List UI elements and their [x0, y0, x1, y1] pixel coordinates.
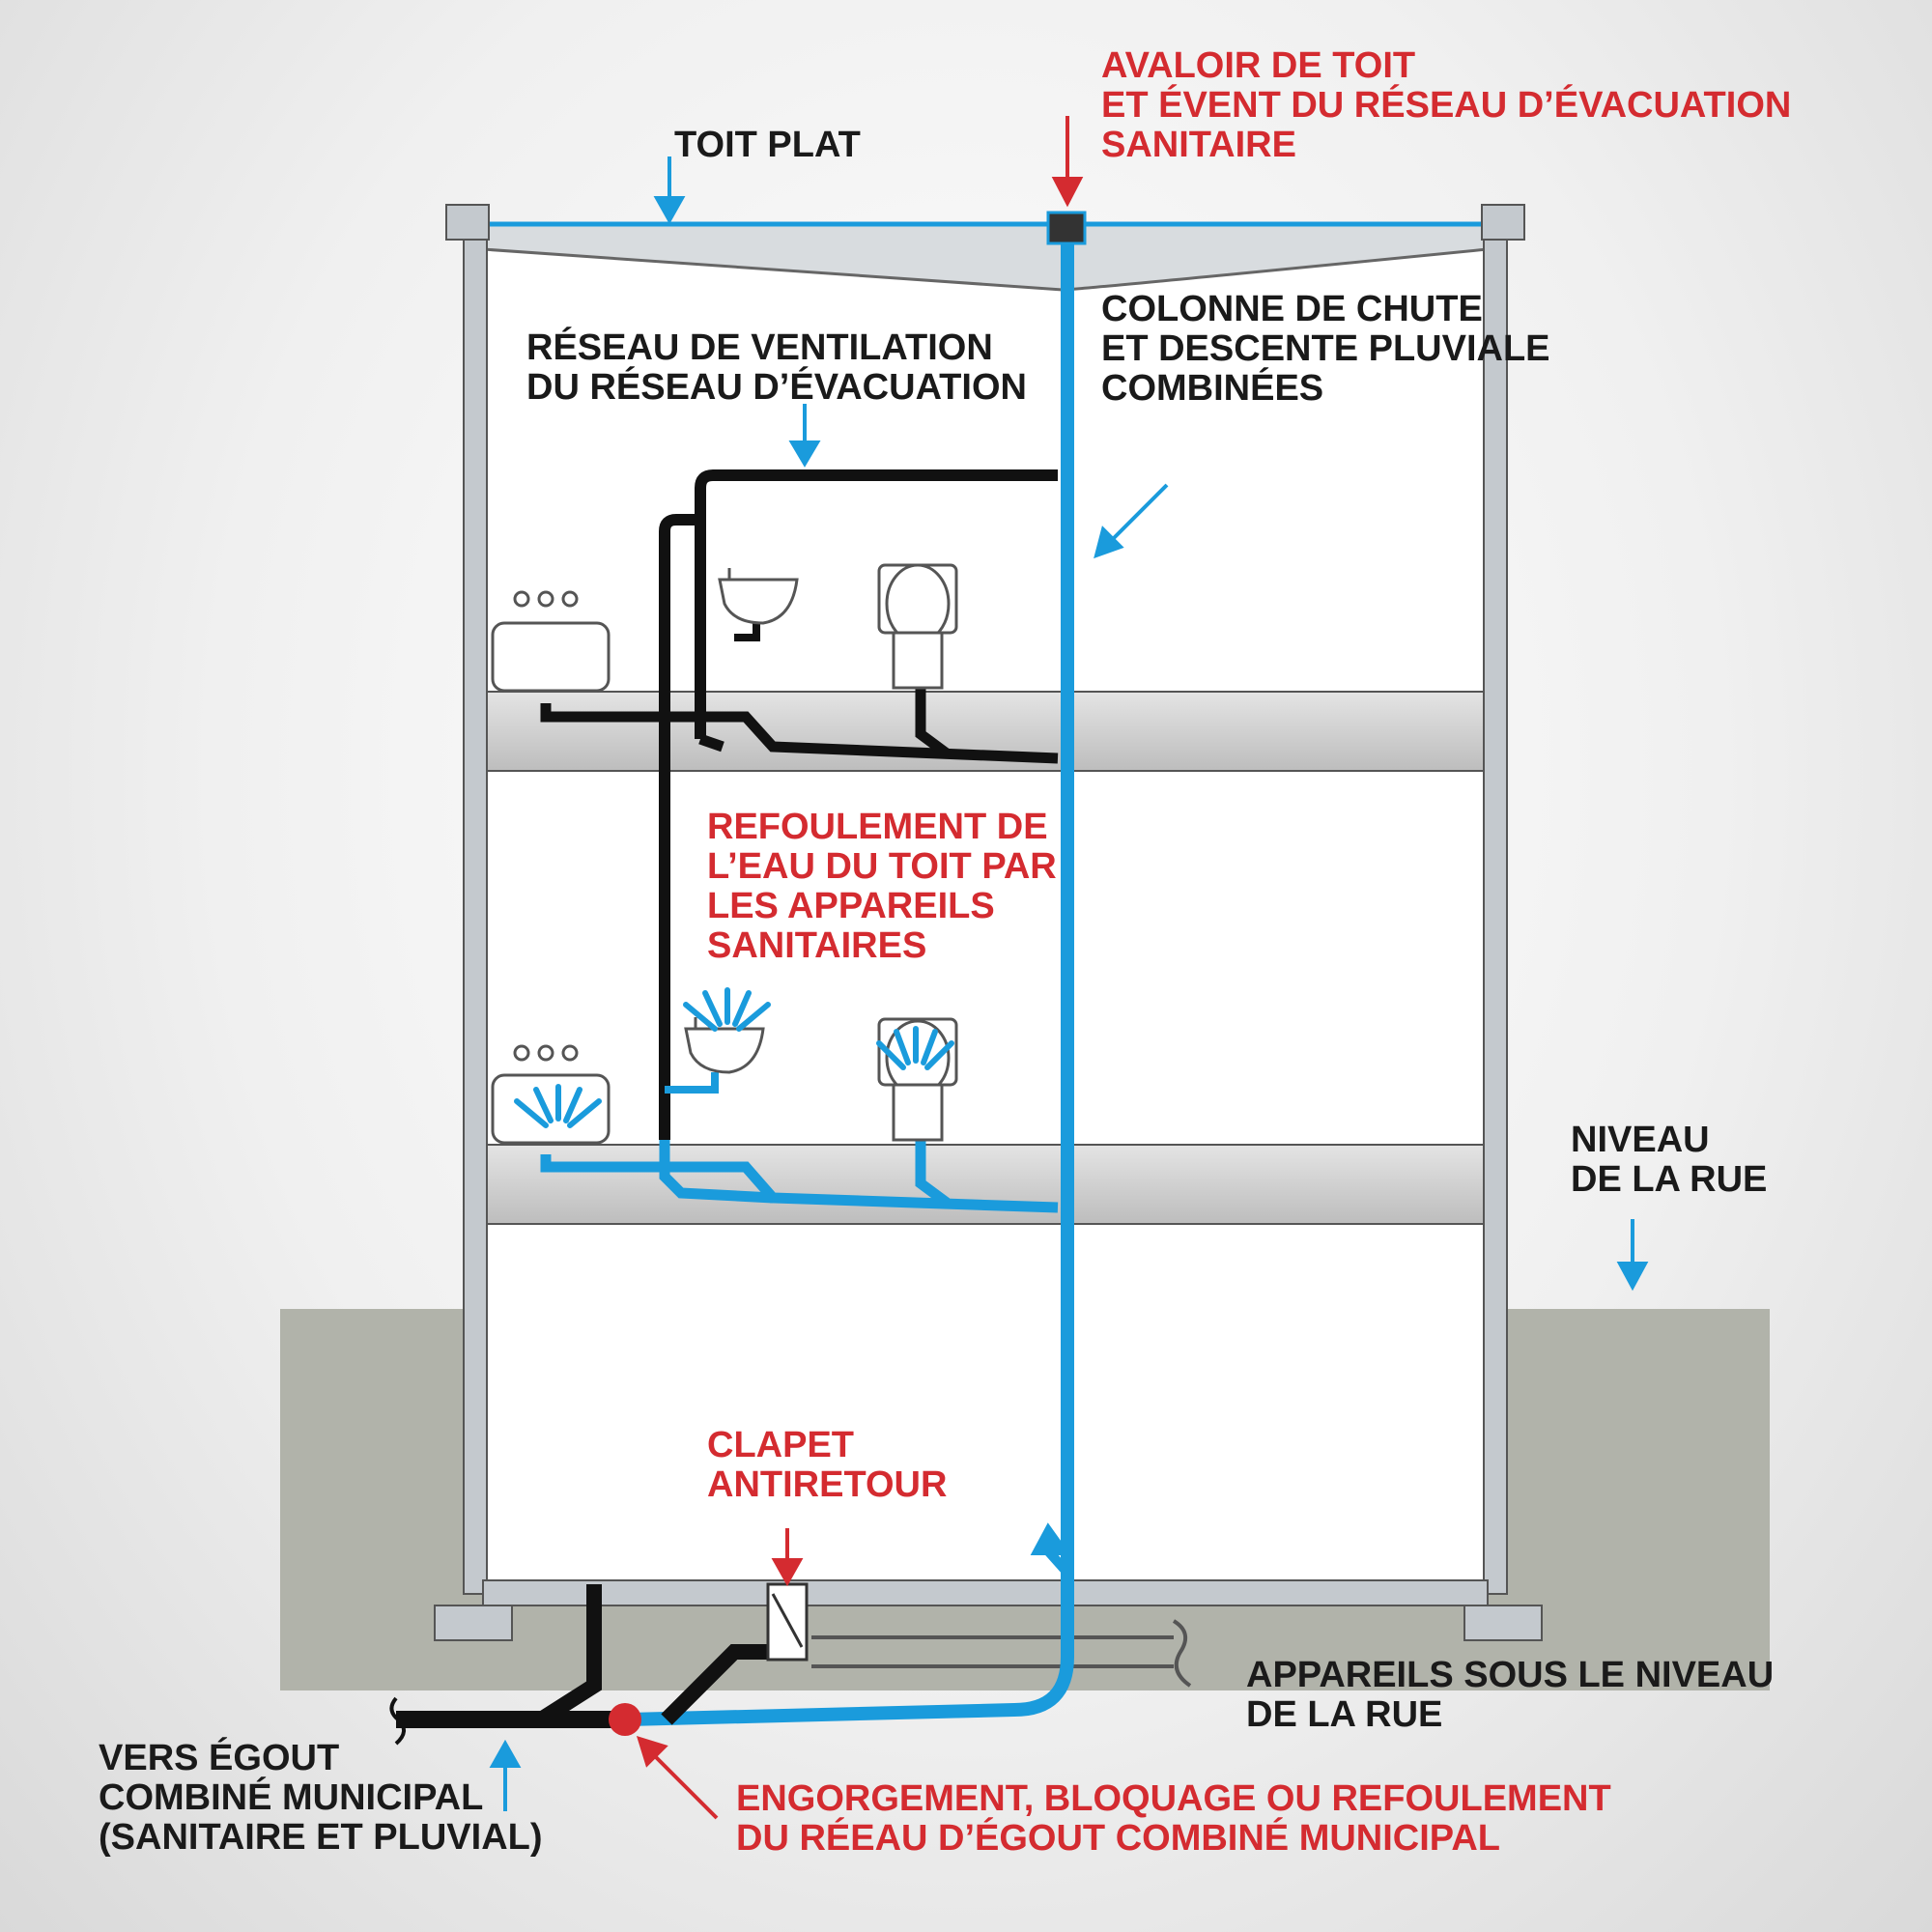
right-footing	[1463, 1605, 1543, 1641]
basement-interior	[483, 1225, 1488, 1582]
label-line: DE LA RUE	[1246, 1694, 1443, 1735]
arrow-check-valve	[771, 1528, 804, 1587]
label-line: ANTIRETOUR	[707, 1464, 948, 1505]
upper-floor-drain-2	[698, 733, 724, 753]
check-valve-flap	[771, 1593, 804, 1648]
upper-toilet-drain	[915, 688, 951, 758]
upper-floor-drain	[540, 703, 1059, 764]
label-line: TOIT PLAT	[674, 125, 861, 165]
label-check-valve: CLAPET ANTIRETOUR	[707, 1426, 947, 1505]
upper-toilet	[877, 563, 958, 690]
label-line: LES APPAREILS	[707, 886, 995, 926]
check-valve-pipe	[661, 1644, 773, 1725]
label-line: ET ÉVENT DU RÉSEAU D’ÉVACUATION	[1101, 85, 1792, 126]
label-to-sewer: VERS ÉGOUT COMBINÉ MUNICIPAL (SANITAIRE …	[99, 1739, 543, 1858]
label-below-street: APPAREILS SOUS LE NIVEAU DE LA RUE	[1246, 1656, 1774, 1735]
upper-tub	[491, 590, 611, 693]
middle-toilet-drain	[915, 1140, 951, 1208]
upper-sink-drain	[734, 618, 760, 641]
label-line: ENGORGEMENT, BLOQUAGE OU REFOULEMENT	[736, 1778, 1611, 1819]
label-line: DE LA RUE	[1571, 1159, 1768, 1200]
splash-toilet	[876, 1026, 954, 1070]
arrow-street-level	[1616, 1219, 1649, 1292]
label-line: RÉSEAU DE VENTILATION	[526, 327, 993, 368]
arrow-to-sewer	[489, 1739, 522, 1811]
surcharge-point	[609, 1703, 641, 1736]
label-line: L’EAU DU TOIT PAR	[707, 846, 1057, 887]
label-line: VERS ÉGOUT	[99, 1738, 340, 1778]
left-wall-cap	[445, 204, 490, 241]
roof-drain-cap	[1046, 211, 1087, 245]
vertical-drain	[536, 1584, 602, 1726]
label-backflow-fixtures: REFOULEMENT DE L’EAU DU TOIT PAR LES APP…	[707, 808, 1057, 966]
label-line: AVALOIR DE TOIT	[1101, 45, 1416, 86]
arrow-roof-drain	[1051, 116, 1084, 208]
arrow-flat-roof	[653, 156, 686, 225]
below-street-drain-end	[1172, 1619, 1192, 1688]
main-stack	[627, 242, 1074, 1726]
middle-sink-drain	[665, 1072, 719, 1094]
label-stack: COLONNE DE CHUTE ET DESCENTE PLUVIALE CO…	[1101, 290, 1550, 409]
floor-slab-middle	[482, 1144, 1489, 1225]
arrow-stack-bottom	[1030, 1522, 1071, 1555]
arrow-vent-network	[788, 404, 821, 468]
label-surcharge: ENGORGEMENT, BLOQUAGE OU REFOULEMENT DU …	[736, 1779, 1611, 1859]
middle-vent-pipe	[659, 1140, 774, 1204]
sewer-end-cut	[389, 1696, 406, 1746]
middle-sink	[684, 1017, 765, 1074]
label-line: COMBINÉES	[1101, 368, 1324, 409]
label-line: COMBINÉ MUNICIPAL	[99, 1777, 484, 1818]
splash-tub	[514, 1084, 602, 1128]
label-roof-drain: AVALOIR DE TOIT ET ÉVENT DU RÉSEAU D’ÉVA…	[1101, 46, 1791, 165]
right-wall-cap	[1481, 204, 1525, 241]
label-line: NIVEAU	[1571, 1120, 1710, 1160]
label-line: (SANITAIRE ET PLUVIAL)	[99, 1817, 543, 1858]
label-street-level: NIVEAU DE LA RUE	[1571, 1121, 1767, 1200]
left-footing	[434, 1605, 513, 1641]
arrow-surcharge	[636, 1735, 719, 1820]
vent-pipe-lower	[659, 514, 700, 1140]
arrow-stack	[1094, 483, 1169, 559]
label-line: CLAPET	[707, 1425, 854, 1465]
label-line: COLONNE DE CHUTE	[1101, 289, 1483, 329]
label-flat-roof: TOIT PLAT	[674, 126, 861, 165]
label-vent-network: RÉSEAU DE VENTILATION DU RÉSEAU D’ÉVACUA…	[526, 328, 1027, 408]
left-wall	[463, 207, 488, 1595]
label-line: SANITAIRES	[707, 925, 927, 966]
middle-floor-drain	[540, 1154, 1059, 1213]
upper-sink	[718, 568, 799, 625]
label-line: ET DESCENTE PLUVIALE	[1101, 328, 1550, 369]
label-line: APPAREILS SOUS LE NIVEAU	[1246, 1655, 1775, 1695]
label-line: SANITAIRE	[1101, 125, 1296, 165]
below-street-drain	[811, 1635, 1174, 1668]
label-line: REFOULEMENT DE	[707, 807, 1048, 847]
label-line: DU RÉSEAU D’ÉVACUATION	[526, 367, 1027, 408]
vent-pipe	[695, 469, 1058, 739]
splash-sink	[683, 987, 771, 1032]
label-line: DU RÉEAU D’ÉGOUT COMBINÉ MUNICIPAL	[736, 1818, 1500, 1859]
right-wall	[1483, 207, 1508, 1595]
basement-floor	[482, 1579, 1489, 1606]
